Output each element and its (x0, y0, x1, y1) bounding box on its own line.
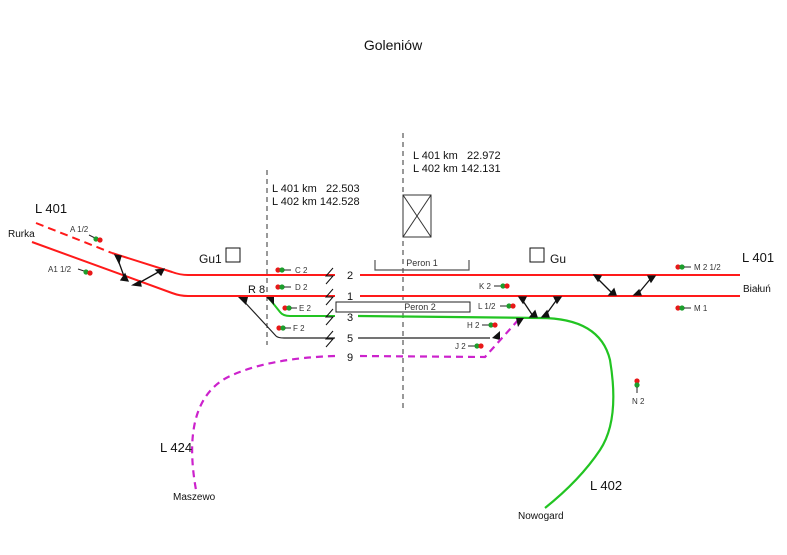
svg-text:A 1/2: A 1/2 (70, 225, 89, 234)
place-label-bialun: Białuń (743, 284, 771, 295)
signal-n-2: N 2 (632, 378, 645, 406)
track-3-l402-to-nowogard (357, 314, 615, 509)
signal-c-2: C 2 (275, 266, 308, 275)
svg-text:E 2: E 2 (299, 304, 312, 313)
signal-f-2: F 2 (276, 324, 305, 333)
signal-box-gu: Gu (529, 247, 566, 266)
svg-text:D 2: D 2 (295, 283, 308, 292)
station-building-icon (402, 194, 432, 238)
svg-text:N 2: N 2 (632, 397, 645, 406)
place-label-rurka: Rurka (8, 229, 35, 240)
line-label-l424: L 424 (160, 440, 192, 455)
track-number-9: 9 (347, 352, 353, 364)
track-number-5: 5 (347, 333, 353, 345)
svg-text:A1 1/2: A1 1/2 (48, 265, 72, 274)
crossover-track1-track3 (517, 296, 563, 318)
svg-text:H 2: H 2 (467, 321, 480, 330)
km-label-center-l401: L 401 km 22.972 (413, 150, 501, 162)
signal-d-2: D 2 (275, 283, 308, 292)
signal-e-2: E 2 (282, 304, 312, 313)
track-9-l424-to-maszewo (191, 354, 336, 491)
crossover-east (592, 274, 657, 296)
svg-text:M 1: M 1 (694, 304, 708, 313)
place-label-nowogard: Nowogard (518, 511, 564, 522)
track-1-west (31, 241, 335, 297)
svg-text:K 2: K 2 (479, 282, 492, 291)
signal-k-2: K 2 (479, 282, 510, 291)
switch-track-3-icon (266, 297, 274, 305)
switch-track-9-icon (516, 318, 524, 327)
junction-label-r8: R 8 (248, 284, 265, 296)
svg-text:J 2: J 2 (455, 342, 466, 351)
line-label-l401-east: L 401 (742, 250, 774, 265)
crossover-west (113, 254, 166, 287)
signal-box-gu1: Gu1 (199, 247, 241, 266)
svg-text:M 2 1/2: M 2 1/2 (694, 263, 721, 272)
svg-text:Peron 2: Peron 2 (404, 302, 436, 312)
track-5-west (239, 296, 335, 339)
track-2-west (111, 252, 335, 276)
km-label-center-l402: L 402 km 142.131 (413, 163, 501, 175)
track-9-east (359, 317, 521, 359)
track-number-1: 1 (347, 291, 353, 303)
track-3-west (267, 296, 335, 317)
svg-text:Gu: Gu (550, 252, 566, 266)
signal-m-2-1-2: M 2 1/2 (675, 263, 721, 272)
switch-track-5-east-icon (492, 331, 500, 340)
station-title: Goleniów (364, 37, 423, 53)
track-number-2: 2 (347, 270, 353, 282)
platform-2: Peron 2 (335, 301, 471, 313)
signal-l-1-2: L 1/2 (478, 302, 516, 311)
signal-h-2: H 2 (467, 321, 498, 330)
km-label-west-l402: L 402 km 142.528 (272, 196, 360, 208)
svg-text:Gu1: Gu1 (199, 252, 222, 266)
joint-markers (324, 267, 335, 348)
signal-a-1-2: A 1/2 (70, 225, 103, 243)
track-number-3: 3 (347, 312, 353, 324)
signal-m-1: M 1 (675, 304, 708, 313)
svg-text:Peron 1: Peron 1 (406, 258, 438, 268)
track-l401-upper-approach-dashed (35, 222, 113, 254)
platform-1: Peron 1 (374, 258, 470, 271)
svg-text:L 1/2: L 1/2 (478, 302, 496, 311)
line-label-l402: L 402 (590, 478, 622, 493)
svg-text:F 2: F 2 (293, 324, 305, 333)
signal-j-2: J 2 (455, 342, 484, 351)
switch-track-5-icon (238, 297, 248, 305)
km-label-west-l401: L 401 km 22.503 (272, 183, 360, 195)
svg-text:C 2: C 2 (295, 266, 308, 275)
place-label-maszewo: Maszewo (173, 492, 216, 503)
line-label-l401-west: L 401 (35, 201, 67, 216)
signal-a1-1-2: A1 1/2 (48, 265, 93, 276)
